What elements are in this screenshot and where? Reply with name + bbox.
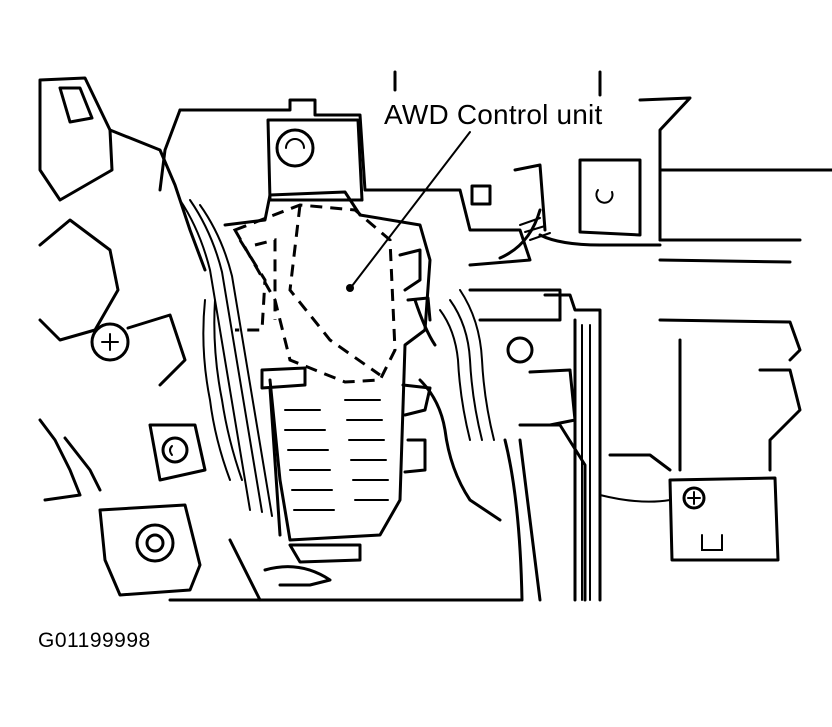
awd-control-unit-label: AWD Control unit (384, 99, 603, 130)
upper-bracket (158, 70, 602, 267)
callout-leader (351, 131, 471, 287)
figure-code: G01199998 (38, 629, 151, 652)
right-console (468, 96, 832, 602)
lower-structure (168, 438, 524, 602)
awd-control-unit (223, 190, 437, 587)
left-body-panel (38, 76, 207, 597)
wiring-harness (179, 199, 502, 522)
